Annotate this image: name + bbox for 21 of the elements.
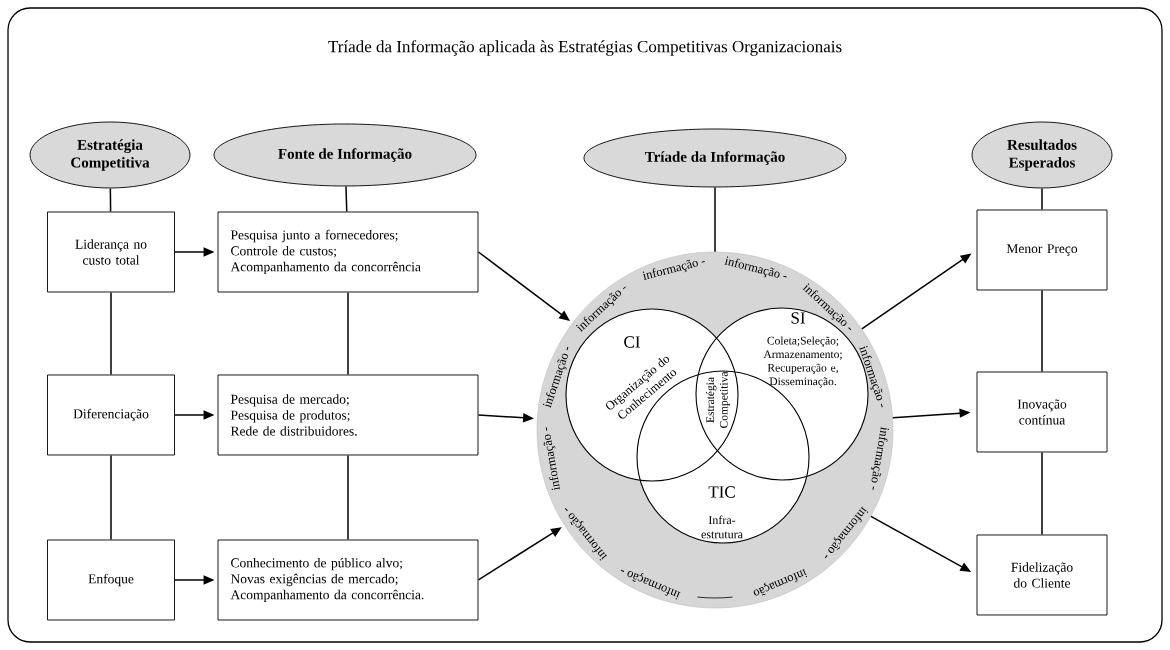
connector-line xyxy=(1041,289,1043,373)
process-box: Inovação contínua xyxy=(976,371,1108,453)
connector-line xyxy=(109,187,112,213)
connector-line xyxy=(1041,451,1043,536)
overlap-label: Estratégia Competitiva xyxy=(706,371,730,428)
connector-line xyxy=(110,454,112,541)
process-box: Pesquisa de mercado; Pesquisa de produtos; Rede de distribuidores. xyxy=(217,374,479,456)
connector-line xyxy=(714,186,716,253)
process-box: Liderança no custo total xyxy=(47,211,175,293)
connector-line xyxy=(347,291,349,376)
process-box: Diferenciação xyxy=(47,374,175,456)
process-box: Menor Preço xyxy=(976,209,1108,291)
process-box: Enfoque xyxy=(47,539,175,621)
title: Tríade da Informação aplicada às Estratégias Competitivas Organizacionais xyxy=(328,40,842,56)
connector-line xyxy=(1041,187,1043,211)
process-box: Fidelização do Cliente xyxy=(976,534,1108,616)
connector-line xyxy=(345,185,348,213)
process-box: Pesquisa junto a fornecedores; Controle de custos; Acompanhamento da concorrência xyxy=(217,211,479,293)
connector-line xyxy=(110,291,112,376)
connector-line xyxy=(347,454,349,541)
process-box: Conhecimento de público alvo; Novas exigências de mercado; Acompanhamento da concorrência. xyxy=(217,539,479,621)
